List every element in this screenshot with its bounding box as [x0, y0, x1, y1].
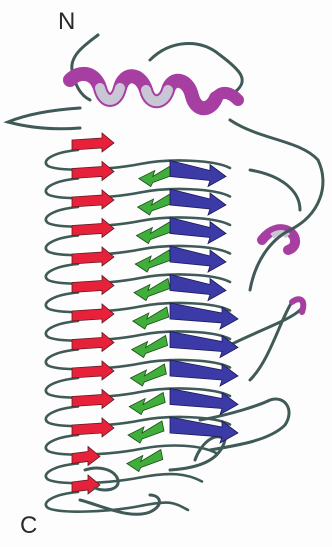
beta-strand-left: [72, 219, 114, 238]
beta-strand-middle: [128, 421, 164, 443]
beta-strand-right: [170, 332, 238, 358]
beta-strand-middle: [133, 307, 169, 329]
left-coil-loop: [8, 108, 80, 129]
beta-strand-middle: [130, 364, 166, 386]
left-strands: [72, 133, 114, 494]
beta-strand-left: [72, 475, 100, 494]
solenoid-turn-coil: [46, 435, 216, 455]
solenoid-turn-coil: [46, 236, 230, 256]
beta-strand-middle: [132, 336, 168, 358]
solenoid-turn-coil: [46, 207, 230, 227]
beta-strand-middle: [134, 279, 170, 301]
middle-strands: [127, 165, 175, 472]
beta-strand-right: [170, 360, 238, 386]
beta-strand-middle: [127, 450, 163, 472]
beta-strand-left: [72, 162, 114, 181]
right-lower-loop: [230, 299, 304, 380]
beta-strand-middle: [136, 222, 172, 244]
beta-strand-left: [72, 276, 114, 295]
solenoid-turn-coil: [46, 264, 230, 284]
beta-strand-left: [72, 361, 114, 380]
beta-strand-left: [72, 247, 114, 266]
right-loop-tip: [292, 299, 303, 312]
beta-strand-left: [72, 304, 114, 323]
right-coil-loop: [230, 120, 323, 290]
beta-strand-right: [170, 417, 238, 443]
beta-strand-left: [72, 418, 114, 437]
beta-strand-left: [72, 133, 114, 152]
beta-strand-middle: [129, 393, 165, 415]
right-coil-loop-2: [250, 170, 300, 210]
top-helix: [70, 74, 238, 108]
beta-strand-left: [72, 190, 114, 209]
beta-strand-left: [72, 333, 114, 352]
beta-strand-right: [170, 303, 238, 329]
beta-strand-middle: [135, 250, 171, 272]
beta-strand-middle: [138, 193, 174, 215]
solenoid-turn-coil: [46, 464, 202, 484]
beta-strand-right: [170, 389, 238, 415]
beta-strand-middle: [139, 165, 175, 187]
solenoid-turn-coil: [46, 179, 230, 199]
solenoid-turn-coil: [46, 492, 188, 512]
solenoid-turn-coil: [46, 150, 230, 170]
beta-strand-left: [72, 390, 114, 409]
beta-strand-left: [72, 447, 100, 466]
side-helix: [262, 229, 295, 250]
